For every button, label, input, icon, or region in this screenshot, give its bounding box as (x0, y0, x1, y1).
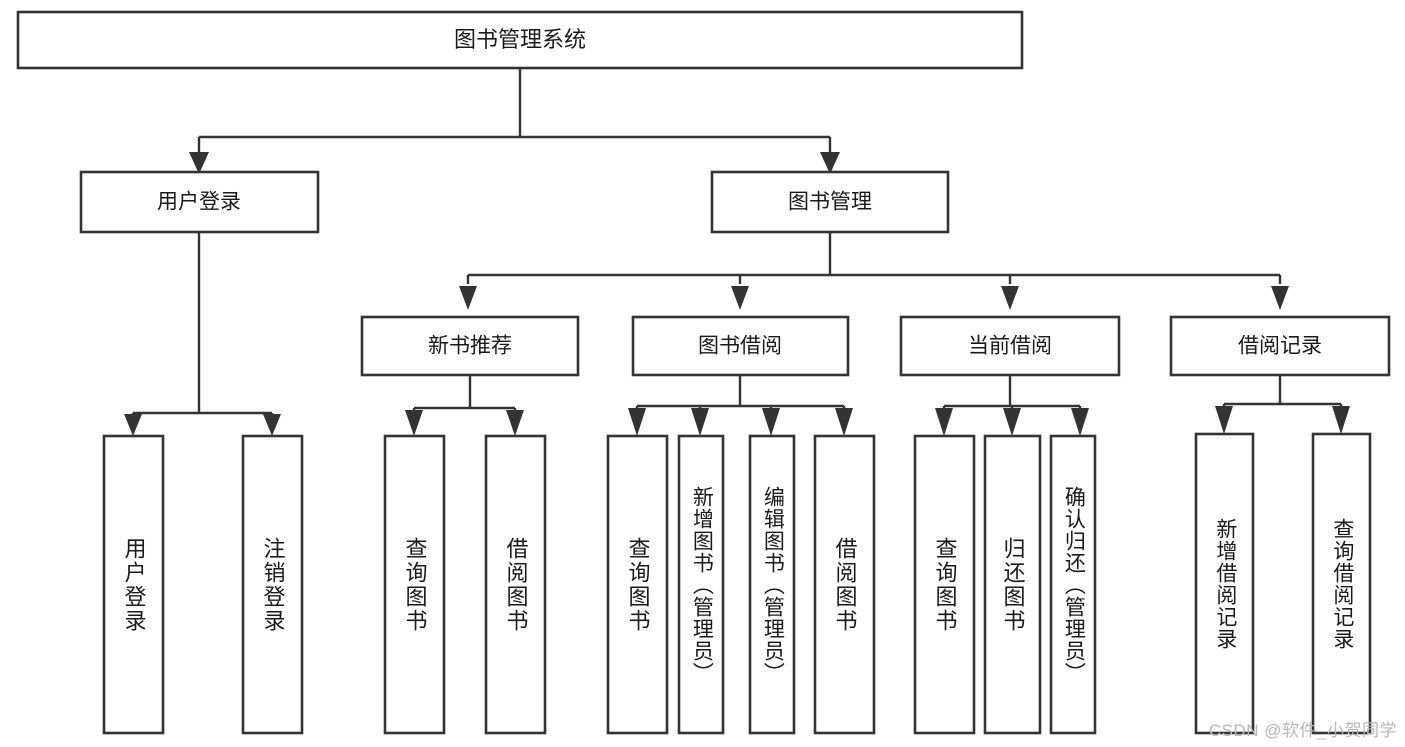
node-user-login[interactable] (79, 170, 320, 234)
node-borrow-record[interactable] (1169, 315, 1391, 377)
node-book-management[interactable] (710, 170, 950, 234)
node-book-borrow[interactable] (631, 315, 850, 377)
node-book-borrow-label: 图书借阅 (698, 335, 782, 358)
connector-currentborrow-to-leaves (935, 375, 1089, 436)
leaf-box-borrow-record-0[interactable] (1194, 432, 1255, 735)
leaf-box-book-borrow-1[interactable] (677, 434, 725, 735)
node-root-label: 图书管理系统 (454, 27, 586, 52)
leaf-box-book-borrow-2[interactable] (748, 434, 796, 735)
watermark-text: CSDN @软件_小贺同学 (1208, 721, 1397, 740)
connector-bookmgmt-to-level3 (459, 232, 1289, 310)
leaf-box-user-login-1[interactable] (241, 434, 304, 735)
node-new-book-recommend-label: 新书推荐 (428, 335, 512, 358)
leaf-box-current-borrow-1[interactable] (983, 434, 1042, 735)
node-book-management-label: 图书管理 (788, 191, 872, 214)
leaf-box-book-borrow-3[interactable] (813, 434, 876, 735)
node-borrow-record-label: 借阅记录 (1238, 335, 1322, 358)
connector-borrowrecord-to-leaves (1215, 375, 1350, 434)
node-current-borrow-label: 当前借阅 (968, 335, 1052, 358)
connector-newbook-to-leaves (405, 375, 524, 436)
leaf-box-book-borrow-0[interactable] (606, 434, 669, 735)
node-current-borrow[interactable] (899, 315, 1121, 377)
node-root[interactable] (16, 10, 1024, 70)
node-new-book-recommend[interactable] (360, 315, 580, 377)
node-user-login-label: 用户登录 (157, 191, 241, 214)
connector-userlogin-to-leaves (124, 232, 281, 436)
leaf-box-new-book-1[interactable] (484, 434, 547, 735)
leaf-box-user-login-0[interactable] (102, 434, 165, 735)
connector-bookborrow-to-leaves (628, 375, 853, 436)
leaf-box-borrow-record-1[interactable] (1311, 432, 1372, 735)
connector-root-to-level2 (189, 68, 840, 174)
leaf-box-current-borrow-2[interactable] (1049, 434, 1097, 735)
leaf-box-current-borrow-0[interactable] (913, 434, 976, 735)
leaf-box-new-book-0[interactable] (383, 434, 446, 735)
